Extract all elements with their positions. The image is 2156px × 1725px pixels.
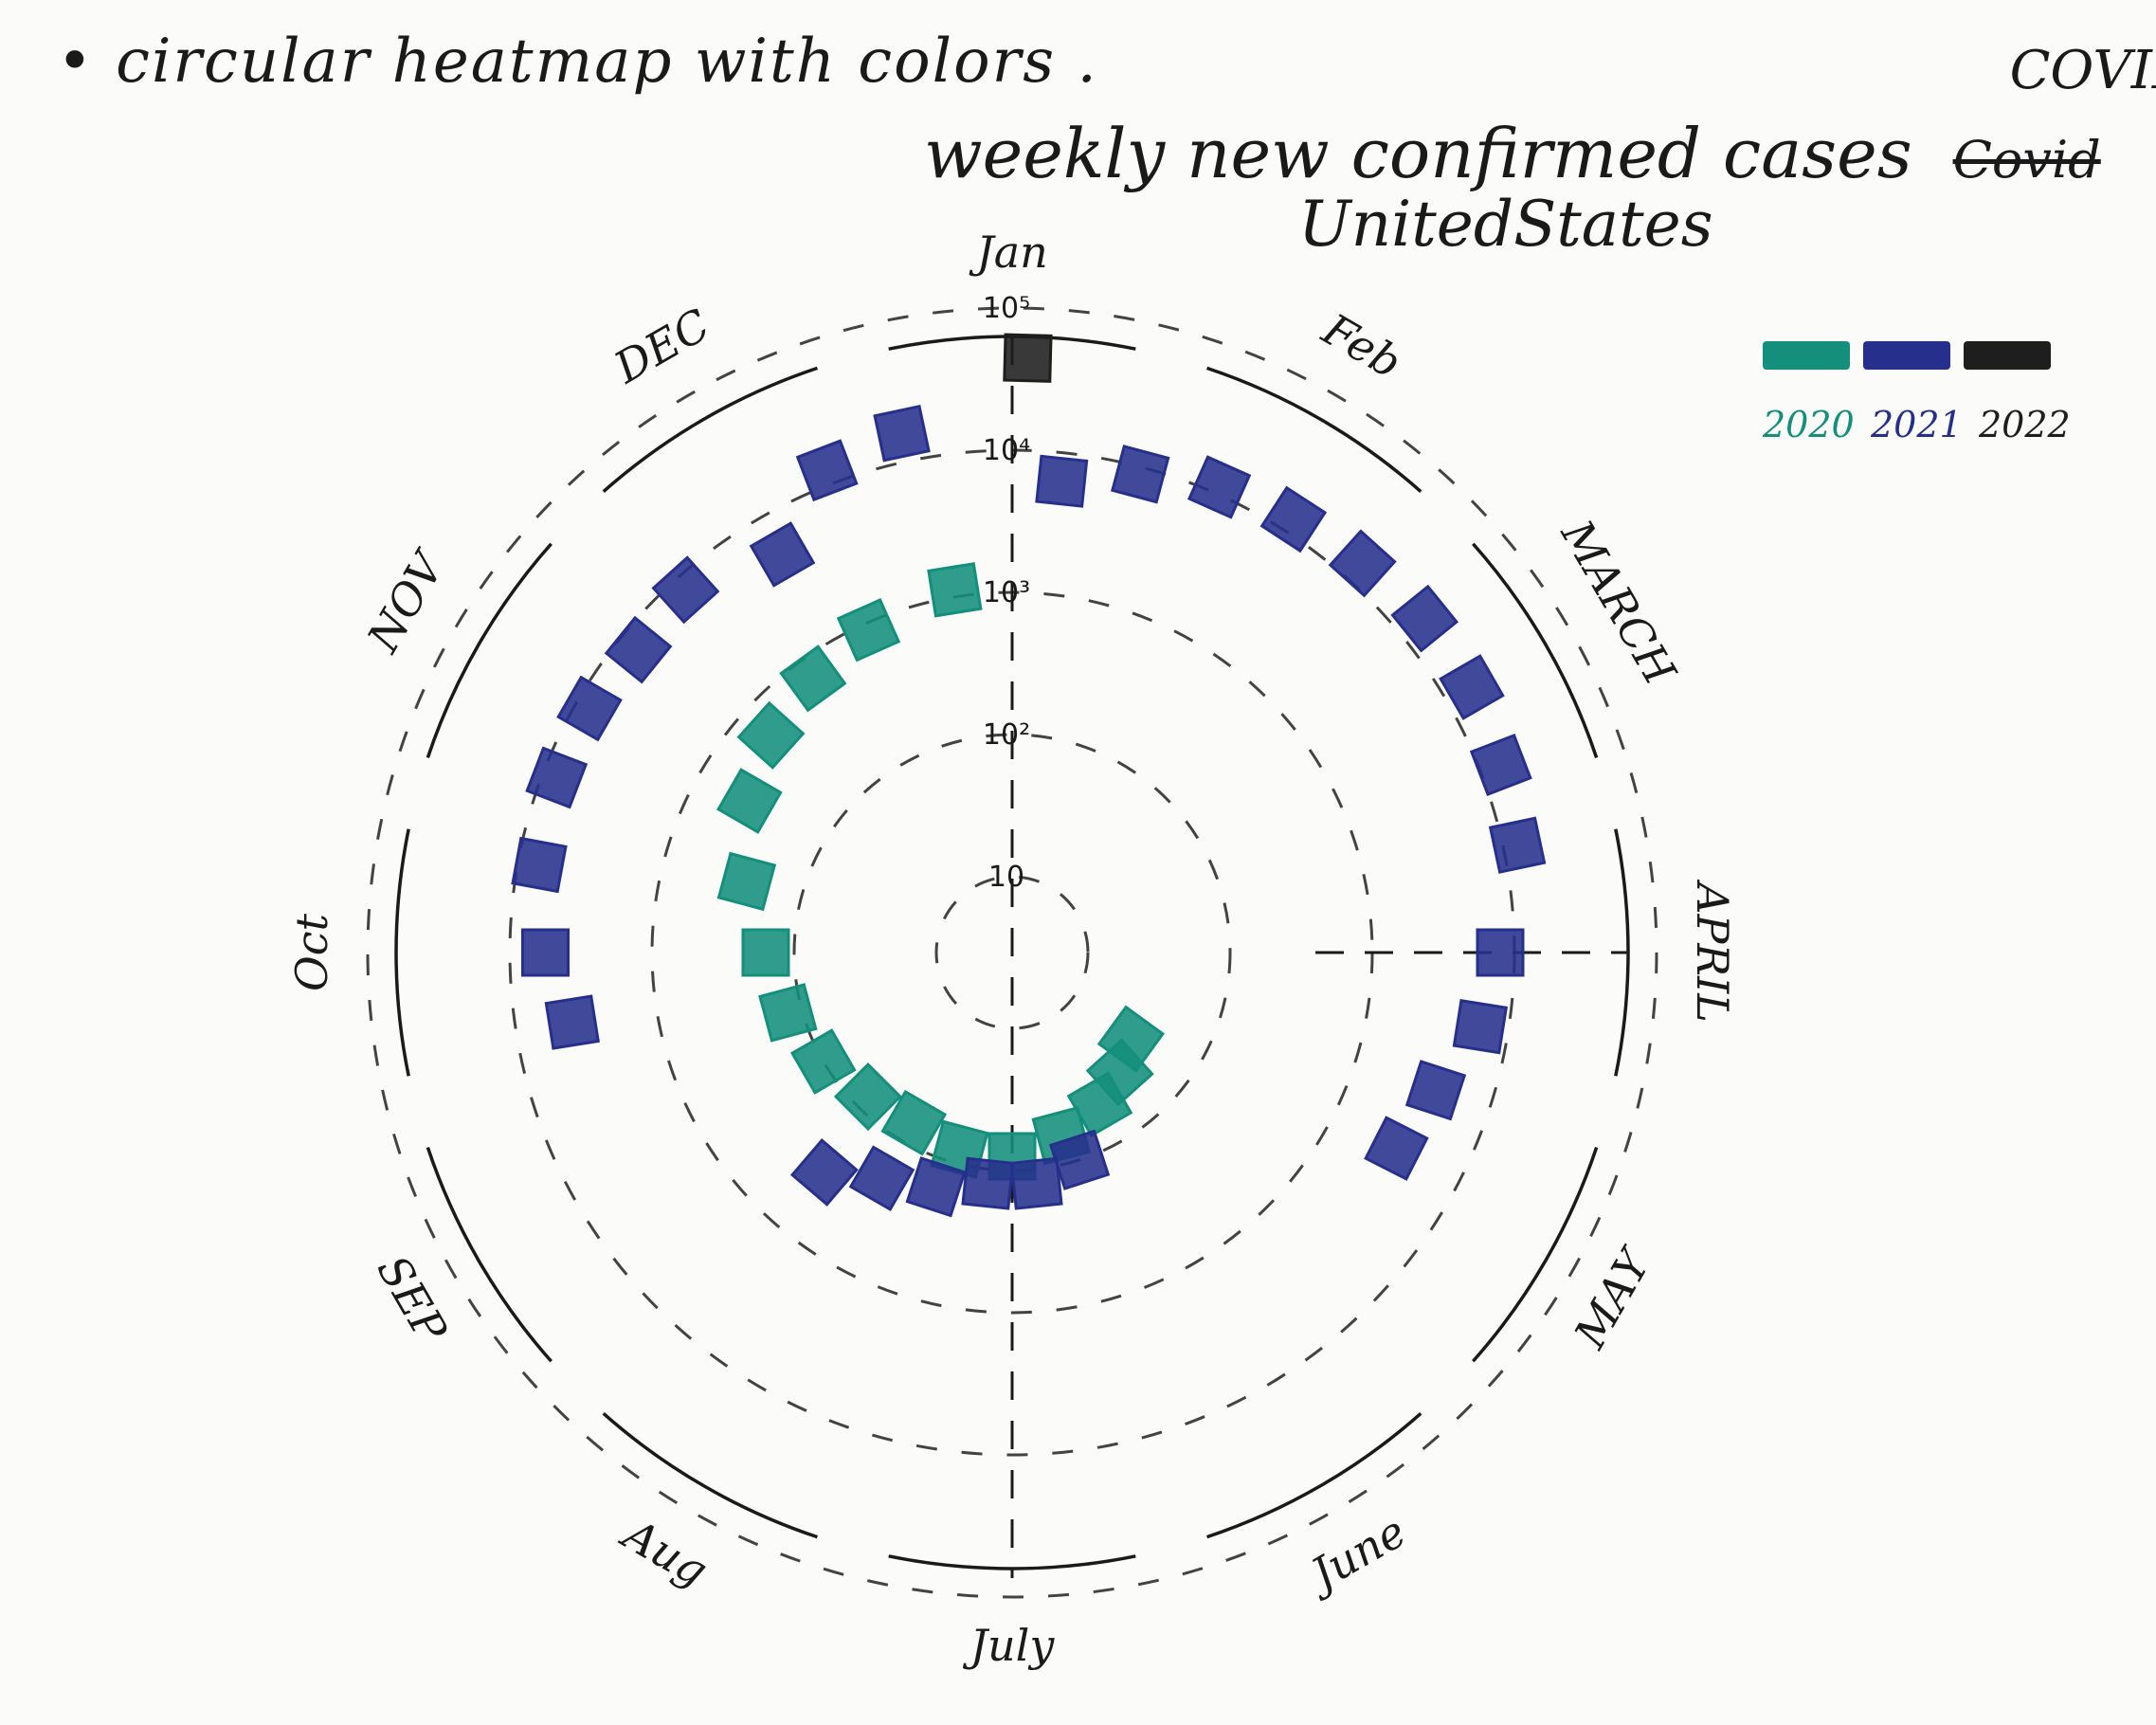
month-label-nov: NOV: [357, 540, 457, 662]
chart-title-covid: COVID Covid: [1952, 40, 2156, 193]
heatmap-cell-2021: [1111, 445, 1170, 504]
month-arc: [602, 366, 818, 493]
month-label-may: MAY: [1564, 1238, 1662, 1357]
legend-label-2022: 2022: [1979, 404, 2071, 445]
month-arc: [394, 828, 410, 1077]
heatmap-cell-2021: [604, 615, 673, 684]
heatmap-cell-2021: [789, 1137, 859, 1207]
month-arc: [1472, 1147, 1599, 1363]
heatmap-cell-2020: [927, 562, 983, 618]
heatmap-cell-2021: [848, 1145, 915, 1211]
month-arc: [888, 1554, 1136, 1571]
heatmap-cell-2020: [716, 768, 783, 834]
month-arc: [1206, 366, 1422, 493]
month-label-aug: Aug: [612, 1507, 716, 1597]
legend: 2020 2021 2022: [1763, 341, 2074, 445]
month-label-july: July: [963, 1620, 1056, 1671]
heatmap-cell-2021: [1259, 485, 1328, 554]
month-label-jan: Jan: [969, 227, 1048, 278]
grid-ring: [934, 875, 1090, 1030]
heatmap-cell-2021: [873, 404, 931, 463]
heatmap-cell-2021: [556, 675, 623, 742]
legend-label-2021: 2021: [1871, 404, 1963, 445]
month-label-april: APRIL: [1687, 879, 1738, 1023]
grid-ring: [792, 733, 1232, 1172]
heatmap-cell-2021: [1488, 816, 1547, 874]
month-label-oct: Oct: [286, 914, 337, 991]
heatmap-cell-2020: [716, 851, 777, 912]
month-label-march: MARCH: [1551, 511, 1687, 694]
month-arc: [426, 542, 553, 758]
heatmap-cell-2021: [1404, 1060, 1467, 1121]
chart-title: weekly new confirmed cases COVID Covid: [924, 40, 2156, 193]
chart-title-covid-word: COVID: [2009, 40, 2156, 101]
heatmap-cell-2021: [905, 1156, 967, 1218]
heatmap-cell-2021: [1452, 999, 1509, 1055]
heatmap-cell-2021: [1390, 584, 1459, 653]
legend-swatch-2020: [1763, 341, 1850, 370]
heatmap-cell-2022: [1003, 333, 1053, 383]
heatmap-cell-2021: [651, 555, 720, 625]
chart-title-block: weekly new confirmed cases COVID Covid U…: [924, 40, 2156, 261]
heatmap-cell-2020: [880, 1089, 948, 1156]
legend-labels: 2020 2021 2022: [1763, 404, 2074, 445]
month-arc: [426, 1147, 553, 1363]
heatmap-cell-2021: [795, 439, 859, 502]
heatmap-cell-2021: [1439, 654, 1505, 720]
heatmap-cell-2020: [758, 983, 818, 1043]
radial-tick-label: 10²: [983, 718, 1030, 752]
month-label-dec: DEC: [605, 299, 717, 393]
month-arc: [602, 1412, 818, 1539]
month-arc: [1206, 1412, 1422, 1539]
heatmap-cell-2021: [1328, 529, 1397, 598]
heatmap-cell-2021: [961, 1156, 1015, 1210]
heatmap-cell-2021: [1187, 455, 1252, 519]
heatmap-cell-2021: [525, 746, 589, 809]
heatmap-cell-2021: [521, 928, 570, 977]
grid-ring: [366, 306, 1658, 1599]
heatmap-cell-2021: [1009, 1156, 1063, 1210]
radial-tick-label: 10⁵: [983, 292, 1030, 325]
legend-label-2020: 2020: [1763, 404, 1855, 445]
heatmap-cell-2020: [789, 1028, 857, 1095]
legend-swatches: [1763, 341, 2074, 370]
month-label-sep: SEP: [368, 1246, 458, 1352]
month-label-feb: Feb: [1314, 303, 1410, 389]
heatmap-cell-2020: [779, 645, 847, 713]
chart-subtitle: UnitedStates: [1298, 188, 1713, 261]
chart-title-main: weekly new confirmed cases: [924, 114, 1912, 193]
legend-swatch-2021: [1863, 341, 1950, 370]
month-arc: [1472, 542, 1599, 758]
heatmap-cell-2021: [1476, 928, 1525, 977]
radial-tick-label: 10⁴: [983, 434, 1030, 467]
month-label-june: June: [1296, 1505, 1415, 1603]
sketch-note-text: circular heatmap with colors .: [116, 27, 1098, 97]
legend-swatch-2022: [1964, 341, 2051, 370]
heatmap-cell-2021: [1035, 454, 1089, 508]
heatmap-cell-2021: [544, 994, 600, 1050]
chart-title-struck-word: Covid: [1952, 130, 2101, 190]
heatmap-cell-2020: [741, 928, 790, 977]
heatmap-cell-2021: [1469, 734, 1532, 796]
sketch-note: • circular heatmap with colors .: [57, 27, 1098, 97]
radial-tick-label: 10: [988, 861, 1024, 894]
heatmap-cell-2020: [736, 700, 806, 770]
heatmap-cell-2021: [1364, 1116, 1429, 1181]
heatmap-cell-2021: [511, 836, 568, 894]
heatmap-cell-2020: [836, 598, 901, 663]
radial-tick-label: 10³: [983, 576, 1030, 609]
heatmap-cell-2020: [833, 1062, 903, 1132]
heatmap-cell-2021: [749, 521, 816, 588]
